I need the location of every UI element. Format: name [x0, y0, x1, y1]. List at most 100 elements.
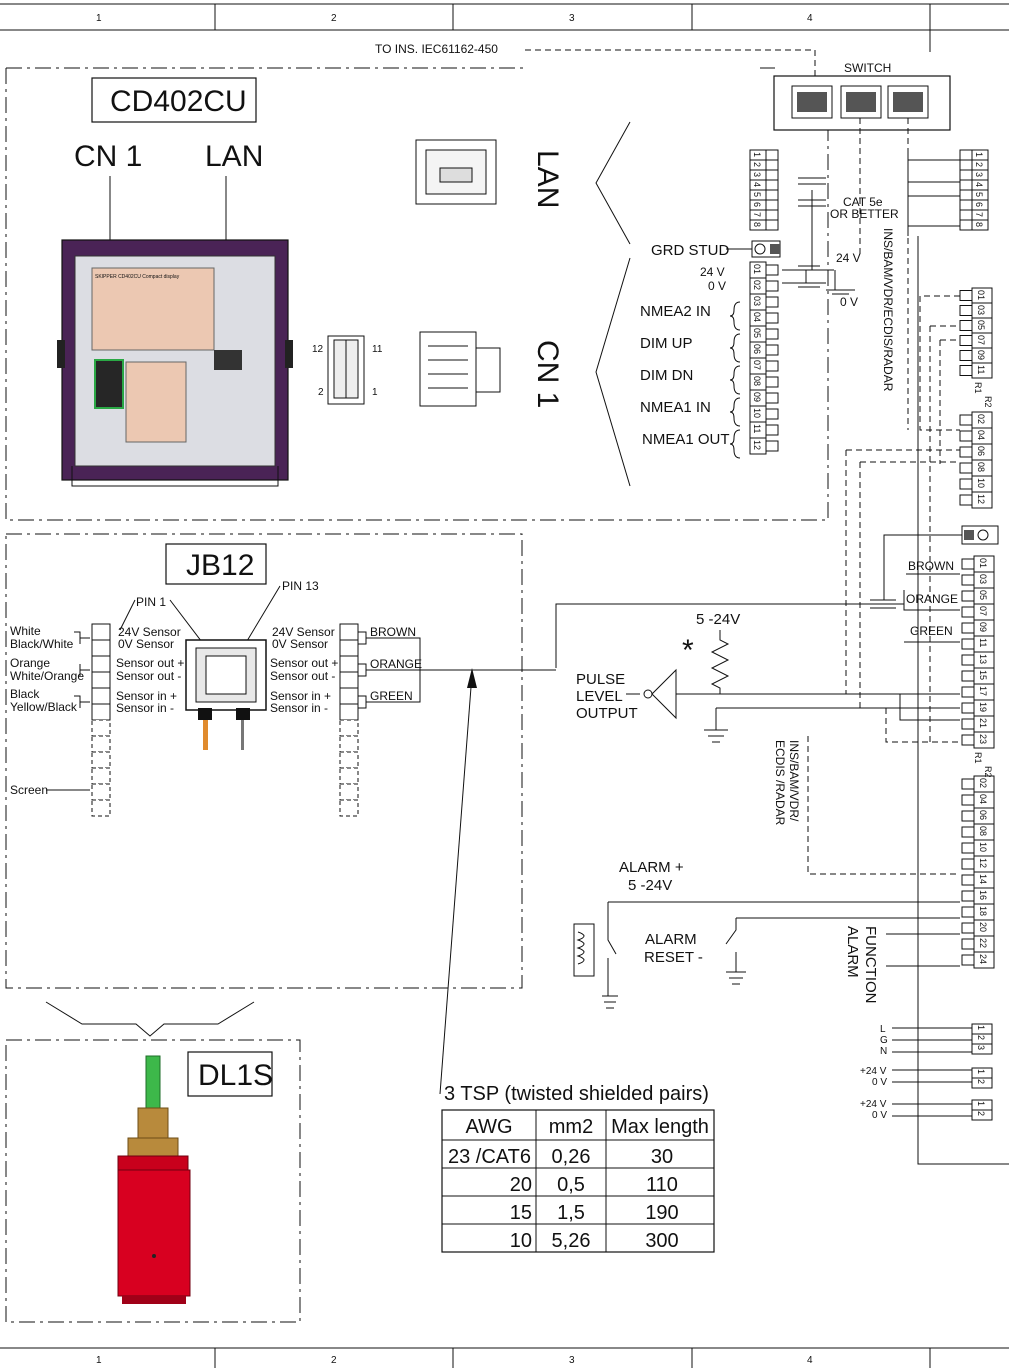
- tb-d-pin-02: 02: [961, 775, 995, 793]
- svg-text:11: 11: [976, 365, 986, 374]
- alarm-plus-label: ALARM +: [619, 859, 684, 876]
- display-plate-text: SKIPPER CD402CU Compact display: [95, 274, 180, 280]
- tb-d-pin-04: 04: [961, 791, 995, 809]
- cable-title: 3 TSP (twisted shielded pairs): [444, 1083, 709, 1105]
- side-lan-label: LAN: [531, 150, 564, 208]
- r2-label-lower: R2: [983, 766, 993, 778]
- svg-text:24: 24: [978, 954, 988, 964]
- grid-col-1-bottom: 1: [96, 1355, 102, 1366]
- tb-d-pin-14: 14: [961, 871, 995, 889]
- cd402cu-section: TO INS. IEC61162-450 CD402CU CN 1 LAN SK…: [5, 42, 951, 521]
- cn1-24v-label: 24 V: [700, 265, 725, 279]
- tb-a-pin-09: 09: [959, 347, 993, 364]
- zero-vb-label: 0 V: [872, 1110, 887, 1121]
- tb-c-pin-13: 13: [961, 651, 995, 669]
- svg-text:11: 11: [752, 424, 762, 433]
- tb-b-pin-06: 06: [959, 443, 993, 461]
- power-pin-0-2: 2: [971, 1033, 993, 1045]
- tb-b-pin-10: 10: [959, 475, 993, 493]
- jbL-cell-8: [91, 735, 111, 753]
- tb-b-pin-08: 08: [959, 459, 993, 477]
- switch-ports-icon: [791, 85, 929, 119]
- jbL-cell-9: [91, 751, 111, 769]
- rj45-right-pin-5: 5: [959, 189, 989, 201]
- jb12-section: JB12 PIN 1 PIN 13 White Black/White Oran…: [5, 533, 556, 1095]
- jbR-cell-4: [339, 671, 359, 689]
- svg-text:05: 05: [976, 320, 986, 330]
- wire-yellow-black: Yellow/Black: [10, 700, 78, 714]
- rj45-left-pin-2: 2: [749, 159, 779, 171]
- svg-text:08: 08: [752, 376, 762, 386]
- svg-text:13: 13: [978, 654, 988, 664]
- svg-text:16: 16: [978, 890, 988, 900]
- cable-awg-4: 10: [510, 1230, 532, 1252]
- jbL-cell-4: [91, 671, 111, 689]
- jbL-cell-5: [91, 687, 111, 705]
- svg-text:03: 03: [752, 296, 762, 306]
- svg-text:01: 01: [978, 558, 988, 568]
- svg-text:1: 1: [974, 152, 984, 157]
- svg-text:07: 07: [978, 606, 988, 616]
- level-label: LEVEL: [576, 688, 623, 705]
- jbL-cell-6: [91, 703, 111, 721]
- power-pin-1-1: 1: [971, 1067, 993, 1079]
- cn1-plug-icon: [419, 331, 501, 407]
- jb12-device-icon: [185, 639, 267, 750]
- svg-text:10: 10: [752, 408, 762, 418]
- svg-text:02: 02: [752, 280, 762, 290]
- svg-text:1: 1: [976, 1025, 986, 1030]
- ins-vertical-2a: INS/BAM/VDR/: [787, 740, 801, 822]
- svg-text:2: 2: [752, 162, 762, 167]
- svg-text:01: 01: [752, 264, 762, 274]
- dl1s-title: DL1S: [198, 1059, 273, 1092]
- dl1s-sensor-icon: [117, 1055, 191, 1304]
- cn1-pin-07: 07: [749, 357, 779, 375]
- svg-text:3: 3: [976, 1045, 986, 1050]
- relay-icon: [573, 920, 618, 1009]
- star-label: *: [682, 634, 694, 667]
- cn1-pin-04: 04: [749, 309, 779, 327]
- tb-d-pin-08: 08: [961, 823, 995, 841]
- grid-col-2-bottom: 2: [331, 1355, 337, 1366]
- svg-text:6: 6: [752, 202, 762, 207]
- cn1-connector-icon: [327, 335, 365, 405]
- svg-text:05: 05: [752, 328, 762, 338]
- rs-24v: 24V Sensor: [272, 625, 335, 639]
- cable-length-3: 190: [645, 1202, 678, 1224]
- wire-white-orange: White/Orange: [10, 669, 84, 683]
- rj45-left-pin-1: 1: [749, 149, 779, 161]
- rc-green: GREEN: [370, 689, 413, 703]
- svg-text:03: 03: [978, 574, 988, 584]
- ls-24v: 24V Sensor: [118, 625, 181, 639]
- to-ins-label: TO INS. IEC61162-450: [375, 42, 498, 56]
- side-cn1-label: CN 1: [531, 340, 564, 408]
- jb12-right-colors: BROWN ORANGE GREEN: [358, 625, 556, 709]
- tb-c-pin-07: 07: [961, 603, 995, 621]
- wire-black-white: Black/White: [10, 637, 74, 651]
- svg-text:11: 11: [978, 638, 988, 647]
- rs-0v: 0V Sensor: [272, 637, 328, 651]
- cn1-pin-02: 02: [749, 277, 779, 295]
- pulse-label: PULSE: [576, 671, 625, 688]
- ls-in-minus: Sensor in -: [116, 701, 174, 715]
- cn1-pin-08: 08: [749, 373, 779, 391]
- cable-length-1: 30: [651, 1146, 673, 1168]
- svg-text:10: 10: [978, 842, 988, 852]
- tb-c-pin-05: 05: [961, 587, 995, 605]
- jbR-cell-10: [339, 767, 359, 785]
- svg-text:06: 06: [978, 810, 988, 820]
- jbR-cell-6: [339, 703, 359, 721]
- tb-a-pin-01: 01: [959, 287, 993, 304]
- tb-c-pin-11: 11: [961, 635, 995, 653]
- right-color-brown: BROWN: [908, 559, 954, 573]
- tb-d-pin-22: 22: [961, 935, 995, 953]
- rj45-left-pin-8: 8: [749, 219, 779, 231]
- tb-c-pin-01: 01: [961, 555, 995, 573]
- rj45-right-pin-3: 3: [959, 169, 989, 181]
- tb-d-pin-20: 20: [961, 919, 995, 937]
- rj45-left-pin-3: 3: [749, 169, 779, 181]
- rj45-right-pin-7: 7: [959, 209, 989, 221]
- tb-c-pin-23: 23: [961, 731, 995, 749]
